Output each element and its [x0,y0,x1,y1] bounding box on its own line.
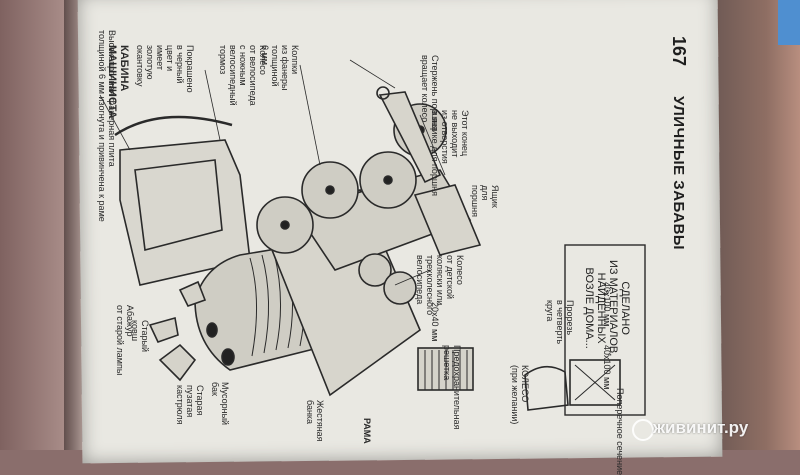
label-bin: Мусорный бак [210,382,230,426]
blue-object [778,0,800,45]
label-rod-end: Этот конец не выходит из отверстия в ящи… [430,110,470,196]
label-protective-grille: Предохранительная решетка [442,345,462,430]
label-stroller-wheel: Колесо от детской коляски или трехколесн… [415,255,465,316]
watermark-text: живинит.ру [653,418,749,437]
boxed-panel-border [564,244,646,416]
label-piston-box: Ящик для поршня [470,185,500,217]
label-painted: Покрашено в черный цвет и имеет золотую … [135,45,195,93]
label-wheel-optional: КОЛЕСО (при желании) [510,365,530,425]
label-size-20x40: 20x40 мм [430,302,440,342]
label-cab: КАБИНА МАШИНИСТА [106,45,130,119]
chapter-title: УЛИЧНЫЕ ЗАБАВЫ [670,96,687,251]
label-frame: РАМА [362,418,372,444]
locomotive-illustration [99,59,646,416]
page-number: 167 [669,36,689,67]
label-plywood-hubs: Колпки из фанеры толщиной 6 мм [260,45,300,91]
boxed-note-text: СДЕЛАНО ИЗ МАТЕРИАЛОВ, НАЙДЕННЫХ ВОЗЛЕ Д… [583,260,631,357]
boxed-note: СДЕЛАНО ИЗ МАТЕРИАЛОВ, НАЙДЕННЫХ ВОЗЛЕ Д… [565,245,645,415]
label-tank: Жестяная банка [305,400,325,442]
label-old-pan: Старая пузатая кастрюля [175,385,205,425]
watermark-logo-icon [632,419,654,441]
table-right-background [715,0,800,450]
running-header: 167 УЛИЧНЫЕ ЗАБАВЫ [665,30,695,420]
label-old-bucket: Старый ковш [130,320,150,353]
